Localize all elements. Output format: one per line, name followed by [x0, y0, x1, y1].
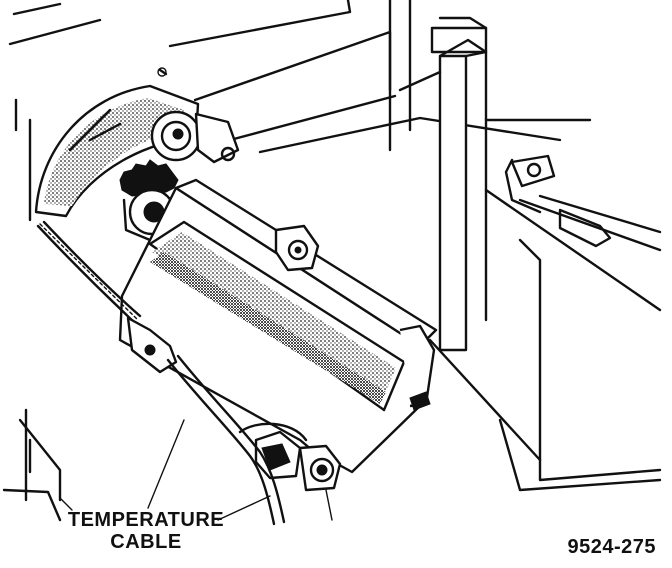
temperature-cable-callout: TEMPERATURE CABLE: [66, 509, 226, 553]
hvac-housing: [2, 0, 662, 522]
callout-leaders: [59, 419, 333, 521]
temperature-cable: [36, 220, 286, 526]
temperature-door-sector: [34, 84, 240, 242]
temperature-cable-callout-line2: CABLE: [110, 531, 182, 553]
temperature-cable-callout-line1: TEMPERATURE: [67, 509, 225, 531]
actuator-housing: [118, 178, 438, 492]
figure-number: 9524-275: [567, 536, 656, 558]
